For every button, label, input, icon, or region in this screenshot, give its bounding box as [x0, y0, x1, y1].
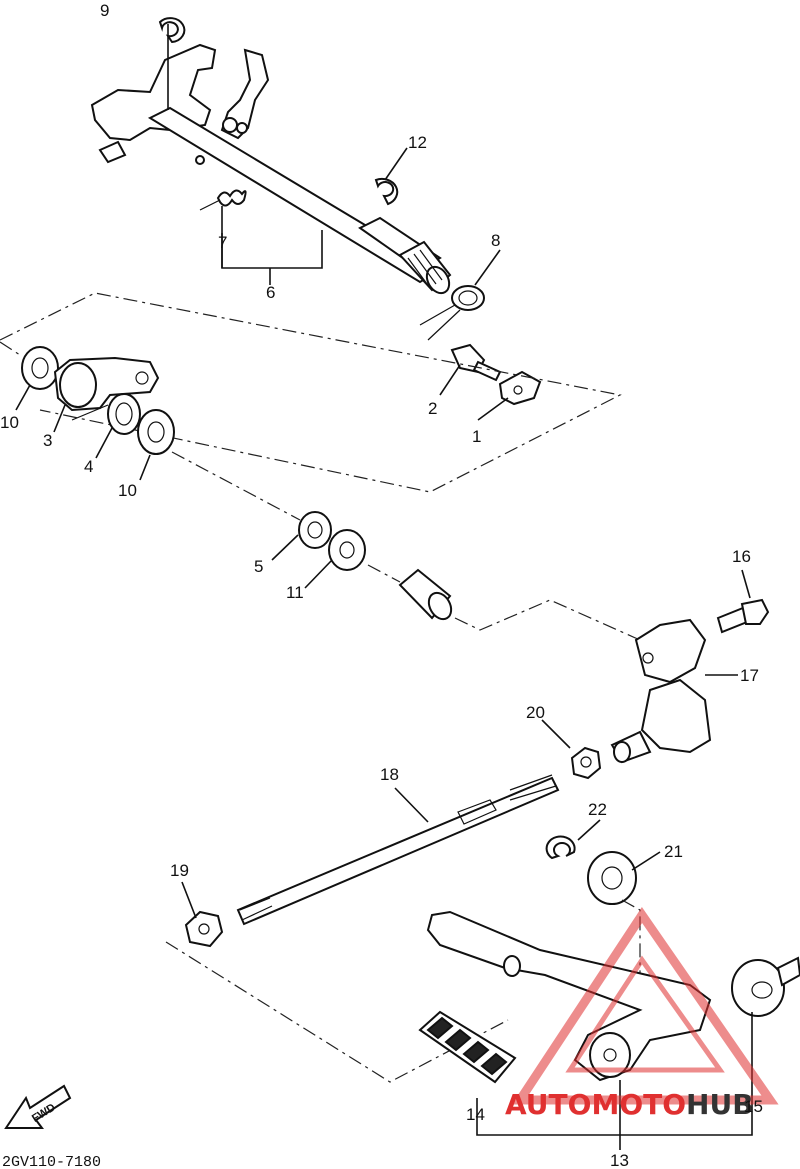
diagram-code: 2GV110-7180 — [2, 1154, 101, 1169]
callout-2: 2 — [428, 399, 437, 418]
callout-7: 7 — [218, 233, 227, 252]
callout-12: 12 — [408, 133, 427, 152]
watermark-moto: MOTO — [591, 1088, 686, 1121]
callout-8: 8 — [491, 231, 500, 250]
callout-4: 4 — [84, 457, 93, 476]
tie-rod-group — [165, 774, 661, 1083]
shift-shaft-assembly — [90, 17, 542, 421]
watermark-auto: AUTO — [505, 1088, 591, 1121]
callout-3: 3 — [43, 431, 52, 450]
watermark-hub: HUB — [686, 1088, 754, 1121]
callout-13: 13 — [610, 1151, 629, 1169]
callout-10-upper: 10 — [0, 413, 19, 432]
callout-21: 21 — [664, 842, 683, 861]
callout-15: 15 — [744, 1097, 763, 1116]
callout-1: 1 — [472, 427, 481, 446]
callout-6: 6 — [266, 283, 275, 302]
svg-text:AUTOMOTOHUB: AUTOMOTOHUB — [505, 1088, 754, 1121]
callout-9: 9 — [100, 1, 109, 20]
callout-19: 19 — [170, 861, 189, 880]
callout-17: 17 — [740, 666, 759, 685]
callout-22: 22 — [588, 800, 607, 819]
callout-20: 20 — [526, 703, 545, 722]
callout-16: 16 — [732, 547, 751, 566]
watermark-triangle — [511, 906, 779, 1105]
callout-14: 14 — [466, 1105, 485, 1124]
automotohub-watermark — [511, 906, 779, 1105]
shift-arm-group — [541, 569, 770, 780]
fwd-arrow-icon: FWD — [4, 1084, 72, 1129]
shift-pedal-group — [418, 910, 800, 1150]
stopper-lever-group — [0, 292, 622, 493]
callout-10-lower: 10 — [118, 481, 137, 500]
collar-group — [171, 451, 641, 641]
watermark-triangle-inner — [565, 955, 725, 1073]
callout-18: 18 — [380, 765, 399, 784]
callout-5: 5 — [254, 557, 263, 576]
callout-11: 11 — [286, 583, 304, 602]
